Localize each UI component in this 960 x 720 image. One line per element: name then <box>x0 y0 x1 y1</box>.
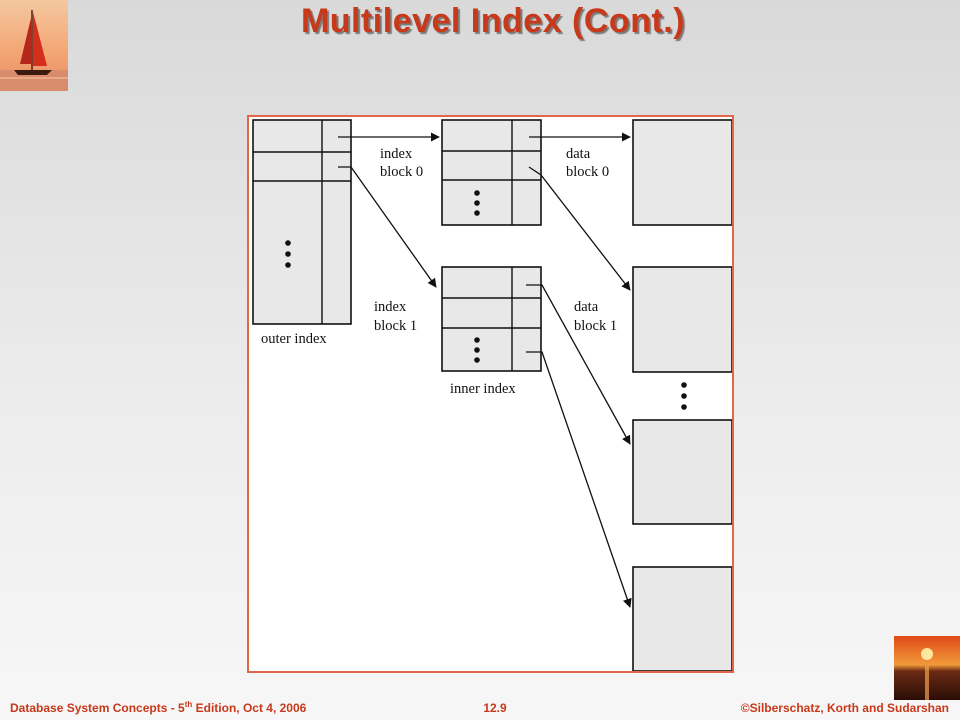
arrow-index0-to-data-block-1 <box>528 166 631 291</box>
footer-book-title-prefix: Database System Concepts - 5 <box>10 701 185 715</box>
data-block-2 <box>632 419 732 525</box>
outer-index-ellipsis <box>285 240 291 268</box>
data-block-1-label-line1: data <box>574 299 599 315</box>
data-blocks-ellipsis <box>681 382 687 410</box>
sunset-logo-icon <box>894 636 960 700</box>
data-block-1-label-line2: block 1 <box>574 318 617 334</box>
data-block-0-label-line1: data <box>566 146 591 162</box>
arrow-outer-to-index-block-1 <box>338 166 437 288</box>
index-block-1 <box>441 266 542 372</box>
footer-slide-number: 12.9 <box>483 701 507 715</box>
outer-index-label: outer index <box>261 331 327 347</box>
arrow-index1-to-data-block-3 <box>526 351 632 608</box>
data-block-0 <box>632 119 732 226</box>
footer-copyright: ©Silberschatz, Korth and Sudarshan <box>740 701 949 715</box>
data-block-3 <box>632 566 732 671</box>
footer-book-title: Database System Concepts - 5th Edition, … <box>10 700 306 716</box>
data-block-1 <box>632 266 732 373</box>
inner-index-label: inner index <box>450 381 516 397</box>
sailboat-logo-icon <box>0 0 68 91</box>
multilevel-index-diagram: outer index inner index <box>247 115 734 673</box>
index-block-1-label-line2: block 1 <box>374 318 417 334</box>
data-block-0-label-line2: block 0 <box>566 164 609 180</box>
index-block-1-label-line1: index <box>374 299 407 315</box>
index-block-0-ellipsis <box>474 190 480 216</box>
footer-edition-superscript: th <box>184 700 193 709</box>
arrow-index1-to-data-block-2 <box>526 284 631 445</box>
index-block-1-ellipsis <box>474 337 480 363</box>
index-block-0-label-line2: block 0 <box>380 164 423 180</box>
index-block-0 <box>441 119 542 226</box>
outer-index-block <box>252 119 352 325</box>
footer-book-title-suffix: Edition, Oct 4, 2006 <box>192 701 307 715</box>
page-title: Multilevel Index (Cont.) <box>300 2 686 40</box>
index-block-0-label-line1: index <box>380 146 413 162</box>
diagram-canvas: outer index inner index <box>252 119 732 671</box>
